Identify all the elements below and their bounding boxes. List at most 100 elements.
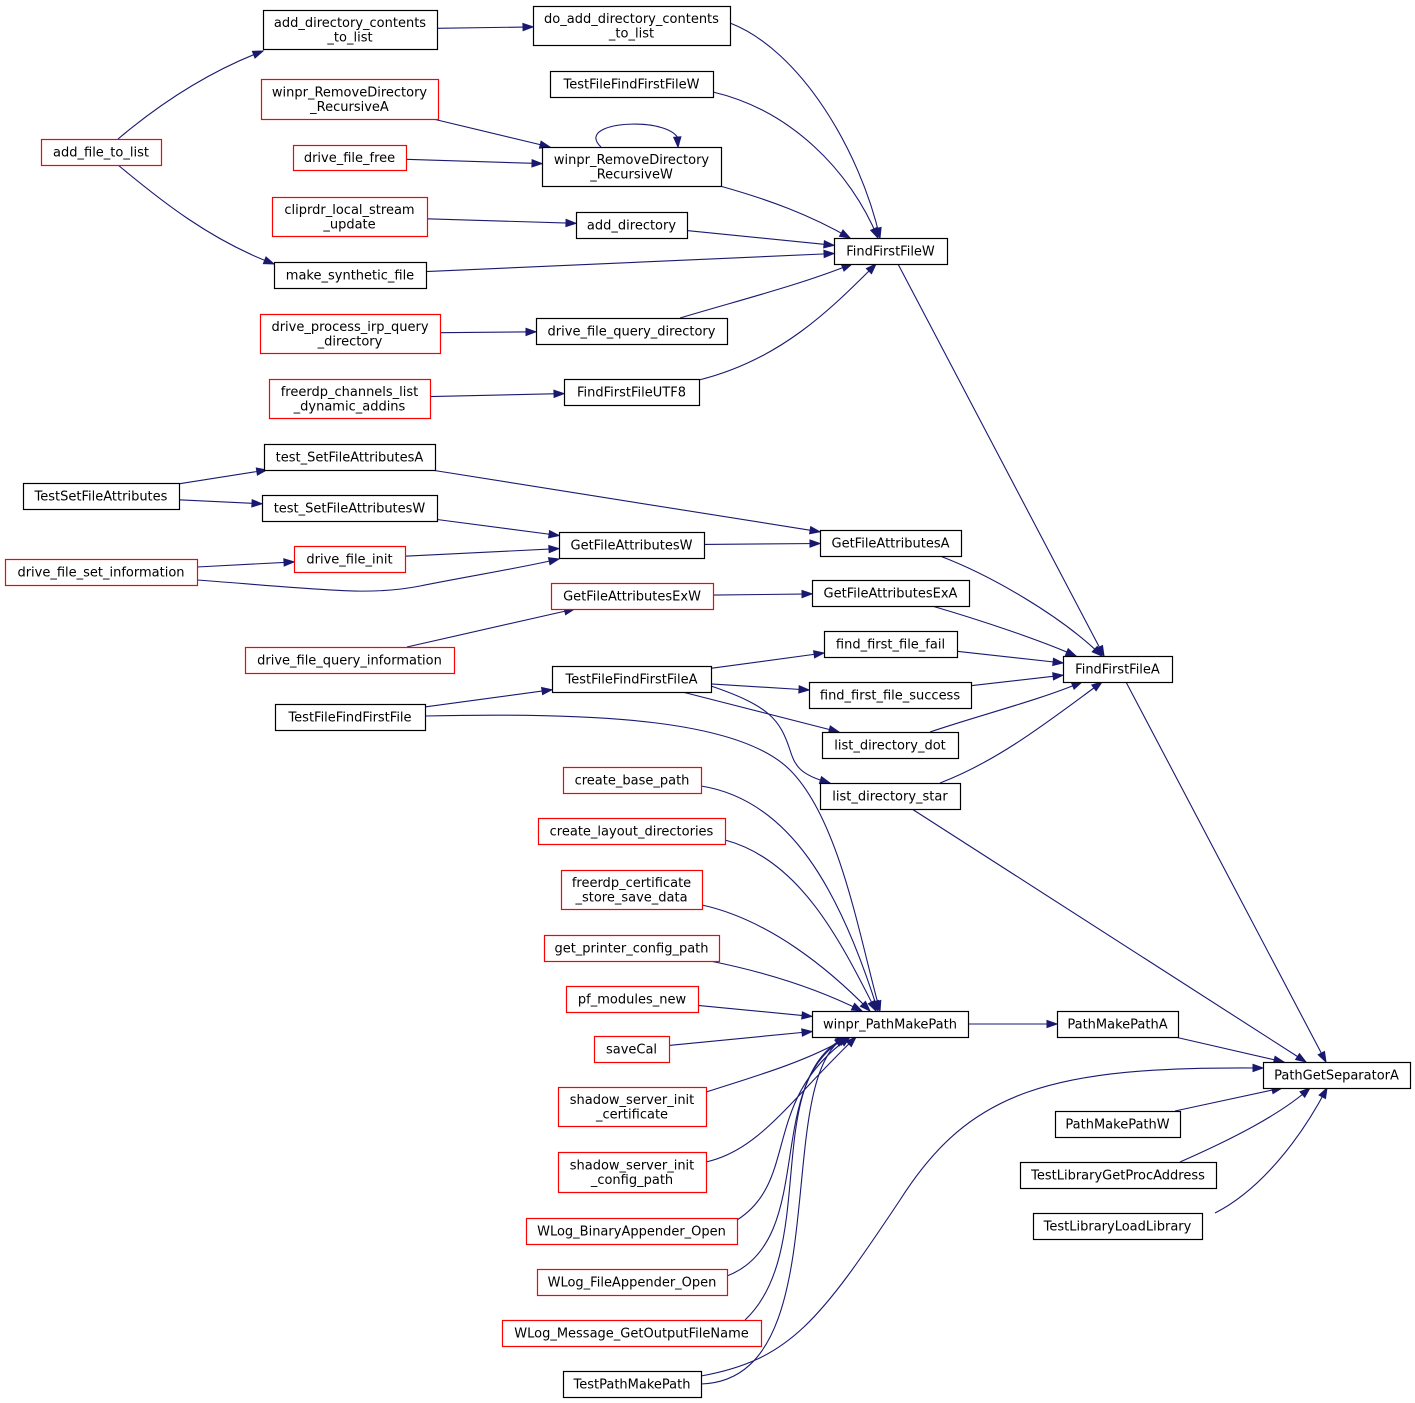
node-drive_process_irp_query_directory[interactable]: drive_process_irp_query_directory bbox=[259, 313, 442, 355]
node-box bbox=[819, 782, 962, 811]
node-label: shadow_server_init bbox=[570, 1093, 695, 1108]
node-drive_file_query_directory[interactable]: drive_file_query_directory bbox=[535, 317, 729, 346]
node-box bbox=[808, 681, 973, 710]
edge-add_directory-to-FindFirstFileW bbox=[686, 230, 836, 249]
node-label: GetFileAttributesExA bbox=[824, 587, 958, 602]
node-WLog_FileAppender_Open[interactable]: WLog_FileAppender_Open bbox=[536, 1268, 729, 1297]
node-drive_file_free[interactable]: drive_file_free bbox=[292, 144, 408, 172]
node-label: pf_modules_new bbox=[578, 993, 687, 1008]
node-box bbox=[558, 531, 706, 560]
node-label: shadow_server_init bbox=[570, 1158, 695, 1173]
node-label: drive_file_query_information bbox=[257, 654, 442, 669]
node-WLog_Message_GetOutputFileName[interactable]: WLog_Message_GetOutputFileName bbox=[501, 1319, 763, 1348]
node-GetFileAttributesExA[interactable]: GetFileAttributesExA bbox=[811, 579, 971, 608]
arrowhead bbox=[833, 1036, 847, 1047]
edge-TestFileFindFirstFileA-to-find_first_file_success bbox=[710, 683, 811, 694]
node-find_first_file_success[interactable]: find_first_file_success bbox=[808, 681, 973, 710]
edge-list_directory_star-to-FindFirstFileA bbox=[939, 681, 1104, 784]
nodes-layer: add_directory_contents_to_list do_add_dir… bbox=[4, 5, 1412, 1399]
node-GetFileAttributesW[interactable]: GetFileAttributesW bbox=[558, 531, 706, 560]
arrowhead bbox=[283, 558, 296, 567]
node-test_SetFileAttributesW[interactable]: test_SetFileAttributesW bbox=[261, 494, 439, 523]
edge-drive_file_query_directory-to-FindFirstFileW bbox=[679, 263, 854, 319]
node-box bbox=[532, 5, 732, 47]
node-box bbox=[833, 237, 949, 266]
node-pf_modules_new[interactable]: pf_modules_new bbox=[565, 985, 700, 1014]
node-WLog_BinaryAppender_Open[interactable]: WLog_BinaryAppender_Open bbox=[525, 1217, 739, 1246]
node-TestSetFileAttributes[interactable]: TestSetFileAttributes bbox=[22, 482, 181, 511]
node-label: do_add_directory_contents bbox=[544, 12, 719, 27]
edge-find_first_file_fail-to-FindFirstFileA bbox=[956, 650, 1065, 667]
node-TestLibraryLoadLibrary[interactable]: TestLibraryLoadLibrary bbox=[1032, 1212, 1204, 1241]
node-cliprdr_local_stream_update[interactable]: cliprdr_local_stream_update bbox=[271, 196, 429, 238]
node-TestFileFindFirstFileW[interactable]: TestFileFindFirstFileW bbox=[549, 70, 715, 99]
node-list_directory_star[interactable]: list_directory_star bbox=[819, 782, 962, 811]
node-FindFirstFileA[interactable]: FindFirstFileA bbox=[1062, 655, 1174, 684]
edge-shadow_server_init_certificate-to-winpr_PathMakePath bbox=[705, 1036, 850, 1093]
node-TestFileFindFirstFileA[interactable]: TestFileFindFirstFileA bbox=[551, 665, 713, 694]
node-find_first_file_fail[interactable]: find_first_file_fail bbox=[823, 630, 959, 659]
node-drive_file_init[interactable]: drive_file_init bbox=[293, 545, 407, 574]
node-label: _to_list bbox=[326, 30, 372, 45]
node-box bbox=[536, 1268, 729, 1297]
edge-pf_modules_new-to-winpr_PathMakePath bbox=[697, 1004, 814, 1020]
node-saveCal[interactable]: saveCal bbox=[593, 1035, 671, 1064]
node-freerdp_certificate_store_save_data[interactable]: freerdp_certificate_store_save_data bbox=[560, 869, 704, 911]
node-drive_file_set_information[interactable]: drive_file_set_information bbox=[4, 558, 199, 587]
arrowhead bbox=[672, 136, 682, 149]
node-create_base_path[interactable]: create_base_path bbox=[562, 766, 703, 795]
node-list_directory_dot[interactable]: list_directory_dot bbox=[821, 731, 960, 760]
node-box bbox=[563, 378, 701, 407]
node-box bbox=[1056, 1010, 1180, 1039]
node-PathMakePathA[interactable]: PathMakePathA bbox=[1056, 1010, 1180, 1039]
arrowhead bbox=[1318, 1086, 1328, 1100]
node-label: TestFileFindFirstFile bbox=[287, 711, 411, 726]
node-box bbox=[550, 582, 715, 611]
node-TestLibraryGetProcAddress[interactable]: TestLibraryGetProcAddress bbox=[1019, 1161, 1218, 1190]
node-add_directory[interactable]: add_directory bbox=[575, 211, 689, 240]
node-label: winpr_RemoveDirectory bbox=[554, 153, 710, 168]
node-label: find_first_file_fail bbox=[836, 638, 945, 653]
node-label: FindFirstFileUTF8 bbox=[577, 386, 686, 401]
node-add_file_to_list[interactable]: add_file_to_list bbox=[40, 138, 163, 167]
node-shadow_server_init_config_path[interactable]: shadow_server_init_config_path bbox=[557, 1151, 708, 1194]
node-add_directory_contents_to_list[interactable]: add_directory_contents_to_list bbox=[262, 9, 439, 51]
node-box bbox=[823, 630, 959, 659]
node-TestFileFindFirstFile[interactable]: TestFileFindFirstFile bbox=[274, 703, 427, 732]
edge-shadow_server_init_config_path-to-winpr_PathMakePath bbox=[705, 1035, 858, 1163]
node-box bbox=[40, 138, 163, 167]
arrowhead bbox=[1046, 1019, 1059, 1029]
node-winpr_PathMakePath[interactable]: winpr_PathMakePath bbox=[811, 1010, 970, 1039]
node-FindFirstFileW[interactable]: FindFirstFileW bbox=[833, 237, 949, 266]
node-label: PathGetSeparatorA bbox=[1274, 1069, 1399, 1084]
node-make_synthetic_file[interactable]: make_synthetic_file bbox=[273, 261, 428, 290]
node-PathGetSeparatorA[interactable]: PathGetSeparatorA bbox=[1262, 1061, 1412, 1090]
node-label: add_directory bbox=[587, 219, 676, 234]
node-label: _update bbox=[322, 217, 375, 232]
node-PathMakePathW[interactable]: PathMakePathW bbox=[1054, 1110, 1182, 1139]
node-freerdp_channels_list_dynamic_addins[interactable]: freerdp_channels_list_dynamic_addins bbox=[268, 378, 432, 420]
node-box bbox=[562, 766, 703, 795]
edge-add_file_to_list-to-add_directory_contents_to_list bbox=[117, 50, 265, 140]
node-label: PathMakePathW bbox=[1065, 1118, 1169, 1133]
node-test_SetFileAttributesA[interactable]: test_SetFileAttributesA bbox=[263, 443, 437, 472]
node-create_layout_directories[interactable]: create_layout_directories bbox=[537, 817, 727, 846]
node-label: list_directory_star bbox=[832, 790, 948, 805]
node-winpr_RemoveDirectory_RecursiveW[interactable]: winpr_RemoveDirectory_RecursiveW bbox=[541, 146, 723, 188]
node-GetFileAttributesExW[interactable]: GetFileAttributesExW bbox=[550, 582, 715, 611]
node-winpr_RemoveDirectory_RecursiveA[interactable]: winpr_RemoveDirectory_RecursiveA bbox=[260, 78, 440, 121]
node-label: WLog_FileAppender_Open bbox=[548, 1276, 717, 1291]
arrowhead bbox=[1252, 1063, 1265, 1073]
node-label: _directory bbox=[317, 334, 383, 349]
node-label: GetFileAttributesA bbox=[832, 537, 950, 552]
node-label: cliprdr_local_stream bbox=[284, 203, 414, 218]
node-do_add_directory_contents_to_list[interactable]: do_add_directory_contents_to_list bbox=[532, 5, 732, 47]
arrowhead bbox=[809, 539, 822, 548]
node-GetFileAttributesA[interactable]: GetFileAttributesA bbox=[819, 529, 963, 558]
node-FindFirstFileUTF8[interactable]: FindFirstFileUTF8 bbox=[563, 378, 701, 407]
node-drive_file_query_information[interactable]: drive_file_query_information bbox=[244, 646, 456, 675]
node-box bbox=[259, 313, 442, 355]
node-TestPathMakePath[interactable]: TestPathMakePath bbox=[562, 1370, 703, 1399]
node-shadow_server_init_certificate[interactable]: shadow_server_init_certificate bbox=[557, 1086, 708, 1128]
node-get_printer_config_path[interactable]: get_printer_config_path bbox=[543, 934, 721, 963]
